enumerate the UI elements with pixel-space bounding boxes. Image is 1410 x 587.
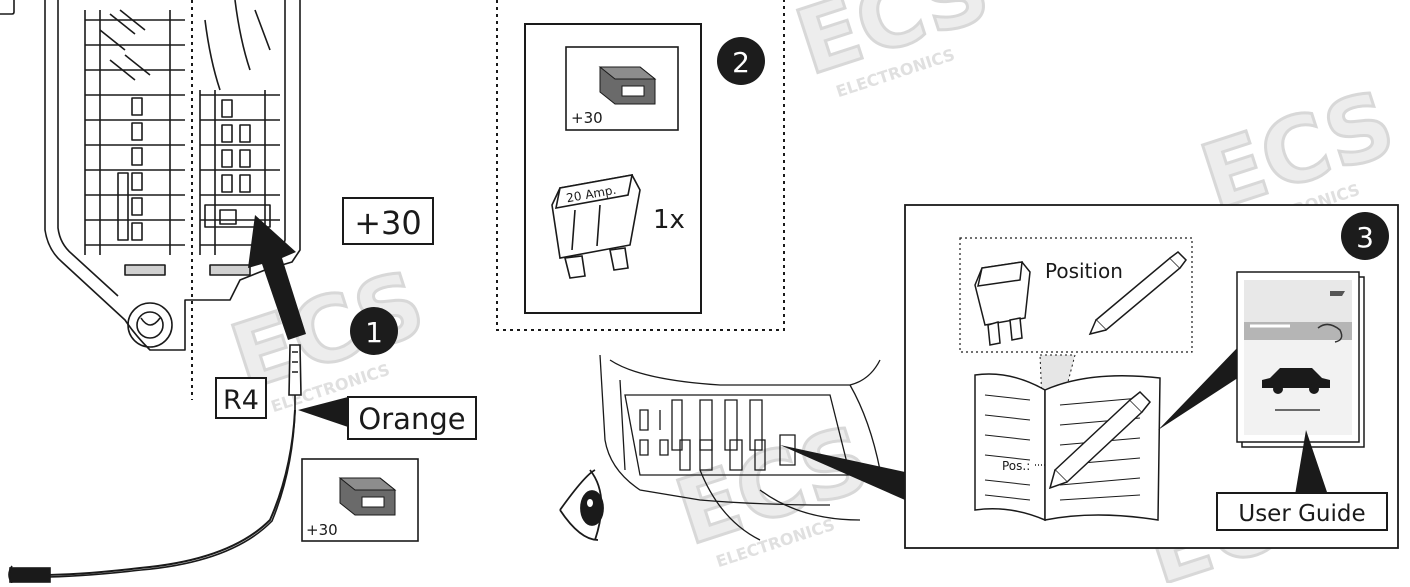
fuse-slots-left	[85, 10, 185, 275]
connector-label: +30	[306, 521, 338, 539]
label-orange: Orange	[358, 402, 465, 436]
connector-card-step1: +30	[302, 459, 418, 541]
wire-end-sleeve	[10, 568, 50, 582]
step-2-number: 2	[732, 46, 750, 79]
step-1-badge: 1	[350, 307, 398, 355]
label-r4-box: R4	[216, 378, 266, 418]
open-manual-icon: Pos.:	[975, 374, 1160, 520]
label-r4: R4	[223, 385, 259, 416]
label-user-guide: User Guide	[1238, 501, 1365, 527]
fuse-quantity: 1x	[653, 205, 685, 235]
step-3-number: 3	[1356, 221, 1374, 254]
connector-card-step2: +30	[566, 47, 678, 130]
orange-wire	[40, 410, 295, 575]
position-label: Position	[1045, 259, 1123, 283]
step-3-badge: 3	[1341, 212, 1389, 260]
corner-frame	[0, 0, 14, 14]
eye-icon	[560, 470, 603, 540]
user-guide-booklet	[1237, 272, 1364, 447]
pos-label: Pos.:	[1002, 459, 1030, 473]
step-1-number: 1	[365, 316, 383, 349]
position-detail-box: Position	[960, 238, 1192, 352]
connector-label: +30	[571, 109, 603, 127]
watermark-1: ECS ELECTRONICS	[784, 0, 1005, 107]
label-plus30: +30	[354, 204, 422, 242]
callout-orange: Orange	[298, 397, 476, 439]
label-plus30-box: +30	[343, 198, 433, 244]
step-2-badge: 2	[717, 37, 765, 85]
watermark-4: ECS ELECTRONICS	[664, 406, 885, 577]
